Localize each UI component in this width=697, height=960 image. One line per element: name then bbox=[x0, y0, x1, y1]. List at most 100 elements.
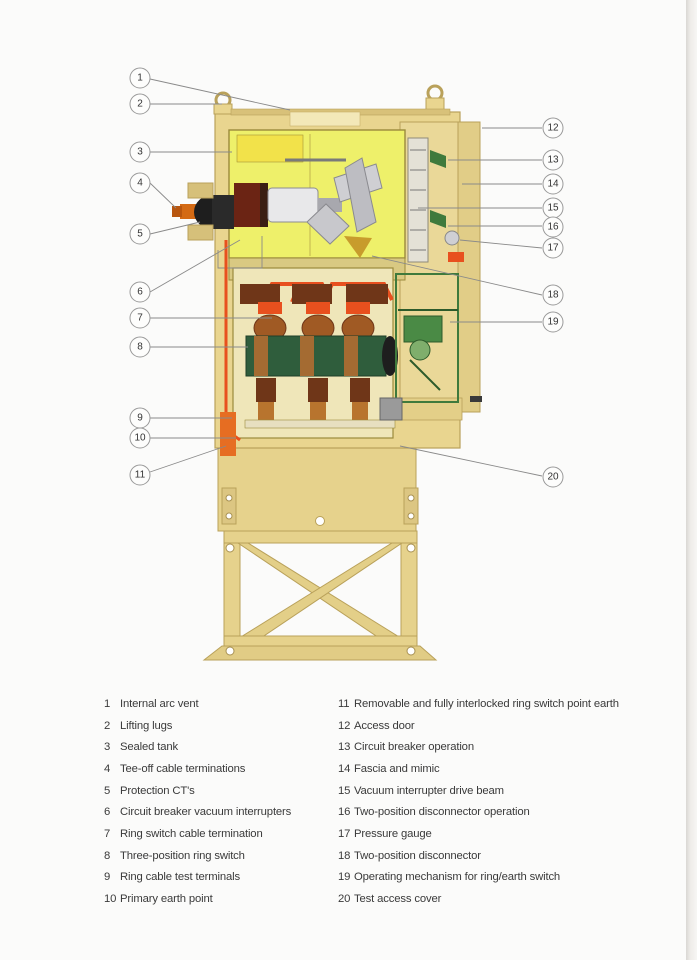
legend-label: Tee-off cable terminations bbox=[120, 762, 246, 775]
legend-number: 11 bbox=[338, 697, 350, 710]
circuit-breaker-operation bbox=[407, 137, 464, 263]
callout-20: 20 bbox=[542, 466, 564, 488]
legend-label: Ring cable test terminals bbox=[120, 871, 240, 884]
callout-number: 7 bbox=[137, 313, 143, 324]
callouts: 1 2 3 4 5 6 7 8 9 10 11 12 13 14 15 16 1… bbox=[129, 67, 564, 488]
callout-6: 6 bbox=[129, 281, 151, 303]
ring-switch-cable-termination bbox=[240, 284, 388, 342]
callout-16: 16 bbox=[542, 216, 564, 238]
callout-4: 4 bbox=[129, 172, 151, 194]
callout-number: 13 bbox=[547, 155, 559, 166]
legend-number: 5 bbox=[104, 784, 111, 797]
legend-item-3: 3 Sealed tank bbox=[104, 736, 291, 758]
legend-number: 10 bbox=[104, 893, 117, 906]
legend-label: Primary earth point bbox=[120, 893, 213, 906]
legend-item-9: 9 Ring cable test terminals bbox=[104, 867, 291, 889]
callout-7: 7 bbox=[129, 307, 151, 329]
callout-number: 3 bbox=[137, 147, 143, 158]
callout-9: 9 bbox=[129, 407, 151, 429]
callout-number: 6 bbox=[137, 287, 143, 298]
legend-number: 16 bbox=[338, 806, 351, 819]
legend-label: Internal arc vent bbox=[120, 697, 199, 710]
legend-number: 3 bbox=[104, 741, 111, 754]
callout-10: 10 bbox=[129, 427, 151, 449]
callout-number: 5 bbox=[137, 229, 143, 240]
legend-number: 6 bbox=[104, 806, 111, 819]
callout-number: 18 bbox=[547, 290, 559, 301]
legend-number: 15 bbox=[338, 784, 351, 797]
callout-3: 3 bbox=[129, 141, 151, 163]
cabinet-stand bbox=[202, 445, 438, 661]
legend-number: 2 bbox=[104, 719, 111, 732]
legend-number: 1 bbox=[104, 697, 111, 710]
callout-number: 20 bbox=[547, 472, 559, 483]
legend-label: Test access cover bbox=[354, 893, 442, 906]
legend-number: 13 bbox=[338, 741, 351, 754]
callout-13: 13 bbox=[542, 149, 564, 171]
legend-label: Circuit breaker operation bbox=[354, 741, 474, 754]
callout-number: 2 bbox=[137, 99, 143, 110]
callout-number: 11 bbox=[135, 470, 146, 481]
legend-label: Two-position disconnector bbox=[354, 849, 481, 862]
legend-number: 14 bbox=[338, 762, 351, 775]
callout-12: 12 bbox=[542, 117, 564, 139]
legend-item-1: 1 Internal arc vent bbox=[104, 693, 291, 715]
callout-15: 15 bbox=[542, 197, 564, 219]
callout-8: 8 bbox=[129, 336, 151, 358]
callout-19: 19 bbox=[542, 311, 564, 333]
callout-1: 1 bbox=[129, 67, 151, 89]
callout-number: 10 bbox=[134, 433, 146, 444]
legend-item-2: 2 Lifting lugs bbox=[104, 715, 291, 737]
legend-number: 8 bbox=[104, 849, 111, 862]
legend-number: 4 bbox=[104, 762, 111, 775]
callout-number: 4 bbox=[137, 178, 143, 189]
legend-label: Access door bbox=[354, 719, 415, 732]
callout-2: 2 bbox=[129, 93, 151, 115]
callout-number: 12 bbox=[547, 123, 559, 134]
legend-item-4: 4 Tee-off cable terminations bbox=[104, 758, 291, 780]
legend-label: Lifting lugs bbox=[120, 719, 173, 732]
callout-number: 15 bbox=[547, 203, 559, 214]
operating-mechanism bbox=[379, 273, 459, 421]
callout-number: 8 bbox=[137, 342, 143, 353]
callout-number: 16 bbox=[547, 222, 559, 233]
callout-5: 5 bbox=[129, 223, 151, 245]
three-position-ring-switch bbox=[244, 335, 398, 429]
tee-off-cable-termination bbox=[172, 182, 234, 241]
legend-item-6: 6 Circuit breaker vacuum interrupters bbox=[104, 801, 291, 823]
callout-number: 19 bbox=[547, 317, 559, 328]
legend-label: Three-position ring switch bbox=[120, 849, 245, 862]
legend-number: 17 bbox=[338, 827, 351, 840]
legend-item-11: 11 Removable and fully interlocked ring s… bbox=[338, 693, 619, 715]
legend-label: Pressure gauge bbox=[354, 827, 432, 840]
page-edge bbox=[686, 0, 697, 960]
legend-left-column: 1 Internal arc vent 2 Lifting lugs 3 Sealed… bbox=[104, 693, 291, 910]
legend-label: Ring switch cable termination bbox=[120, 827, 263, 840]
legend-label: Vacuum interrupter drive beam bbox=[354, 784, 504, 797]
legend-number: 9 bbox=[104, 871, 111, 884]
legend-item-8: 8 Three-position ring switch bbox=[104, 845, 291, 867]
legend-number: 20 bbox=[338, 893, 351, 906]
legend-label: Circuit breaker vacuum interrupters bbox=[120, 806, 292, 819]
callout-number: 9 bbox=[137, 413, 143, 424]
callout-number: 1 bbox=[137, 73, 143, 84]
vacuum-interrupter bbox=[217, 157, 383, 269]
legend-number: 19 bbox=[338, 871, 351, 884]
callout-number: 14 bbox=[547, 179, 559, 190]
callout-number: 17 bbox=[547, 243, 559, 254]
callout-11: 11 bbox=[129, 464, 151, 486]
legend-label: Removable and fully interlocked ring swi… bbox=[354, 697, 619, 710]
legend-label: Operating mechanism for ring/earth switc… bbox=[354, 871, 561, 884]
legend-label: Sealed tank bbox=[120, 741, 179, 754]
